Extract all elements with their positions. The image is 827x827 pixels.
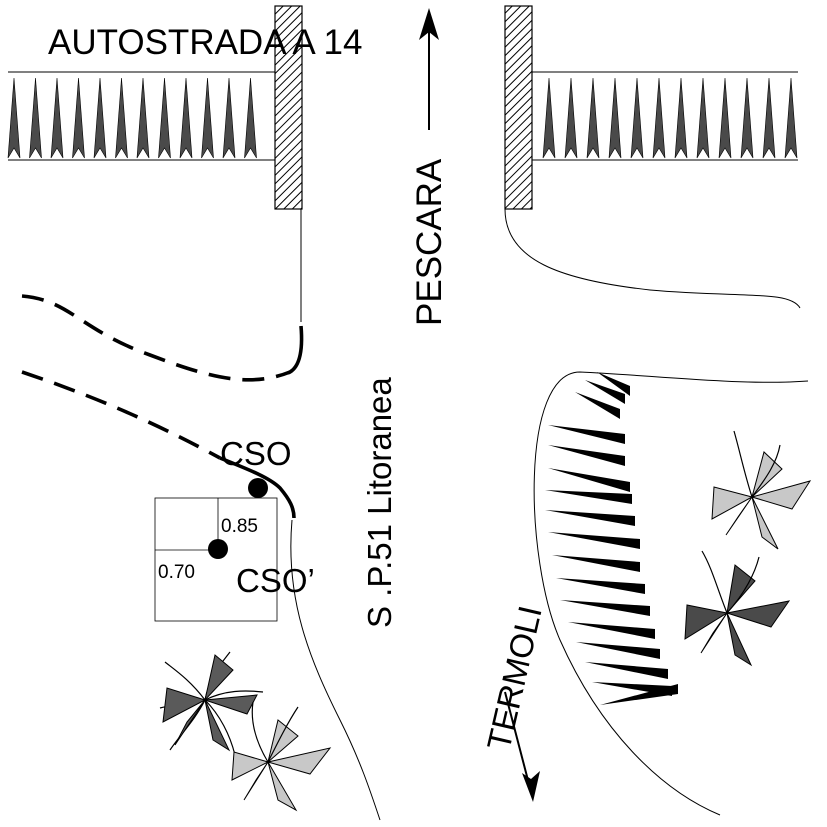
right-conifer-row	[542, 77, 798, 159]
embankment-spike	[548, 468, 630, 492]
cso-prime-point	[208, 539, 228, 559]
plant-icon	[231, 701, 332, 812]
embankment-spike	[576, 642, 660, 659]
conifer-icon	[762, 77, 776, 159]
conifer-icon	[696, 77, 710, 159]
embankment-spike	[585, 662, 668, 679]
south-arrow-icon	[504, 691, 540, 802]
plant-icon	[159, 651, 264, 756]
right-tree-band	[530, 71, 798, 161]
solid-pipe-ends	[219, 325, 304, 519]
conifer-icon	[542, 77, 556, 159]
conifer-icon	[652, 77, 666, 159]
dashed-pipeline	[21, 294, 291, 460]
embankment-spike	[585, 380, 625, 404]
embankment-spike	[545, 510, 635, 526]
embankment-spike	[548, 532, 640, 549]
cso-point	[248, 478, 268, 498]
conifer-icon	[158, 77, 171, 159]
conifer-icon	[740, 77, 754, 159]
embankment-spike	[568, 622, 655, 639]
embankment-spike	[548, 425, 625, 444]
autostrada-label: AUTOSTRADA A 14	[48, 23, 363, 62]
embankment-spike	[560, 600, 650, 616]
embankment-spike	[575, 392, 620, 419]
road-name-label: S .P.51 Litoranea	[361, 377, 398, 628]
conifer-icon	[93, 77, 107, 159]
conifer-icon	[586, 77, 600, 159]
conifer-icon	[608, 77, 622, 159]
dimension-horizontal: 0.70	[158, 562, 195, 583]
left-bridge-pier	[274, 5, 303, 210]
plant-icon	[711, 430, 812, 550]
conifer-icon	[564, 77, 578, 159]
conifer-icon	[50, 77, 64, 159]
embankment-spike	[600, 684, 678, 705]
embankment-spike	[548, 445, 625, 466]
conifer-icon	[29, 77, 42, 159]
conifer-icon	[222, 77, 236, 159]
conifer-icon	[136, 77, 150, 159]
embankment-spike	[545, 490, 632, 504]
conifer-icon	[630, 77, 644, 159]
north-arrow-icon	[419, 8, 439, 130]
conifer-icon	[244, 77, 257, 159]
conifer-icon	[784, 77, 798, 159]
left-tree-band	[7, 71, 275, 161]
conifer-icon	[201, 77, 214, 159]
conifer-icon	[674, 77, 688, 159]
conifer-icon	[718, 77, 732, 159]
plant-icon	[684, 550, 791, 667]
cso-label: CSO	[220, 435, 292, 472]
conifer-icon	[115, 77, 128, 159]
left-conifer-row	[7, 77, 257, 159]
right-bridge-pier	[504, 5, 533, 210]
dimension-vertical: 0.85	[221, 516, 258, 537]
pescara-label: PESCARA	[410, 158, 449, 326]
conifer-icon	[179, 77, 193, 159]
cso-detail-box	[154, 497, 278, 622]
conifer-icon	[7, 77, 21, 159]
road-edges	[290, 208, 809, 821]
embankment-spike	[556, 578, 645, 594]
embankment-hatching	[545, 372, 678, 705]
embankment-spike	[597, 372, 630, 396]
conifer-icon	[72, 77, 85, 159]
cso-prime-label: CSO’	[236, 562, 315, 599]
embankment-spike	[552, 555, 640, 572]
